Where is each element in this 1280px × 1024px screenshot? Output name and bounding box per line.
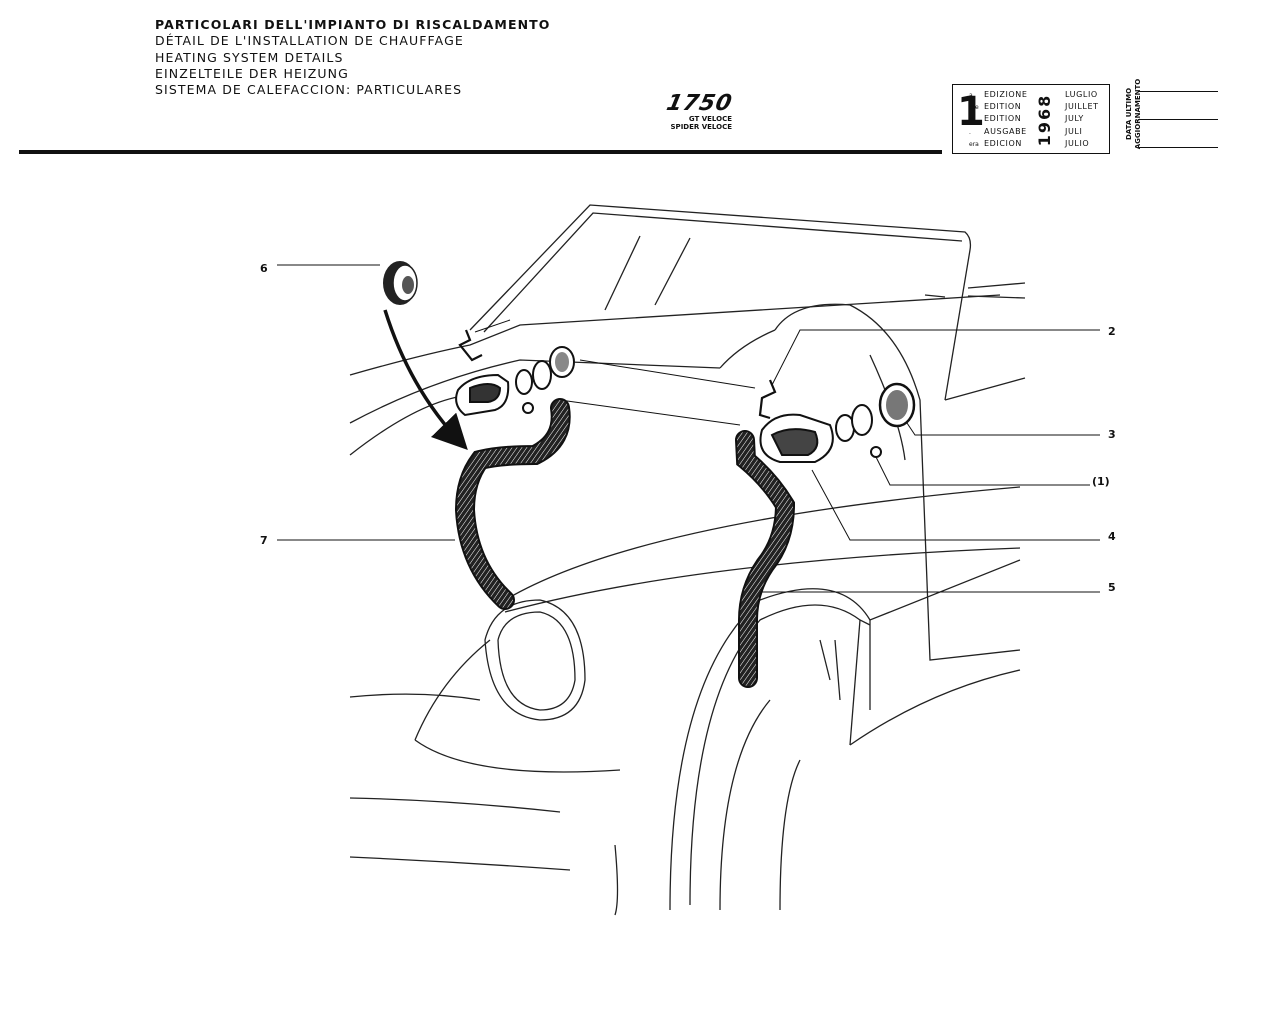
title-block: PARTICOLARI DELL'IMPIANTO DI RISCALDAMEN… [155,17,551,98]
update-rule-1 [1138,91,1218,92]
ordinal-fr: ere [969,104,979,112]
title-italian: PARTICOLARI DELL'IMPIANTO DI RISCALDAMEN… [155,17,551,32]
edition-label-es: EDICION [984,138,1023,148]
month-en: JULY [1065,114,1084,124]
edition-label-fr: EDITION [984,102,1022,112]
title-spanish: SISTEMA DE CALEFACCION: PARTICULARES [155,82,463,98]
edition-frame [952,84,1110,154]
part-5-hose [735,430,796,688]
title-german: EINZELTEILE DER HEIZUNG [155,65,349,81]
model-badge: 1750 GT VELOCE SPIDER VELOCE [648,91,735,131]
edition-label-de: AUSGABE [984,126,1027,136]
callout-4: 4 [1108,530,1116,543]
ordinal-de: . [969,128,971,136]
edition-months: LUGLIO JUILLET JULY JULI JULIO [1065,89,1099,150]
title-english: HEATING SYSTEM DETAILS [155,49,344,65]
month-it: LUGLIO [1065,90,1098,99]
part-6-grommet [383,261,418,305]
part-4-duct-left [455,360,552,417]
month-fr: JUILLET [1065,102,1099,112]
edition-label-en: EDITION [984,114,1022,124]
part-2-clips [458,329,777,420]
ordinal-es: era [969,140,979,148]
arrow-6-to-7 [383,309,468,451]
update-rule-3 [1138,147,1218,148]
month-es: JULIO [1065,138,1090,148]
update-rule-2 [1138,119,1218,120]
leader-2 [771,329,1100,386]
leader-lines [277,264,1100,593]
edition-labels: EDIZIONE EDITION EDITION AUSGABE EDICION [984,89,1028,150]
header-rule [19,150,942,154]
edition-box: 1 a ere st . era EDIZIONE EDITION EDITIO… [952,84,1112,155]
model-variant-spider: SPIDER VELOCE [670,123,732,131]
ordinal-it: a [969,92,973,99]
callout-7: 7 [260,534,268,547]
callout-6: 6 [260,262,268,275]
leader-3 [904,419,1100,436]
callout-3: 3 [1108,428,1116,441]
part-7-hose [454,398,571,610]
model-variant-gt: GT VELOCE [688,115,732,123]
leader-4 [811,469,1100,541]
ordinal-en: st [969,116,975,124]
car-body-outline [349,204,1026,916]
edition-number: 1 [957,89,985,135]
part-4-duct-right [759,404,882,463]
callout-2: 2 [1108,325,1116,338]
part-3-vents [549,346,916,428]
month-de: JULI [1065,126,1083,136]
edition-label-it: EDIZIONE [984,90,1028,99]
callout-1: (1) [1092,475,1110,488]
leader-1 [874,454,1090,486]
title-french: DÉTAIL DE L'INSTALLATION DE CHAUFFAGE [155,33,464,49]
callout-5: 5 [1108,581,1116,594]
edition-ordinals: a ere st . era [969,90,979,151]
